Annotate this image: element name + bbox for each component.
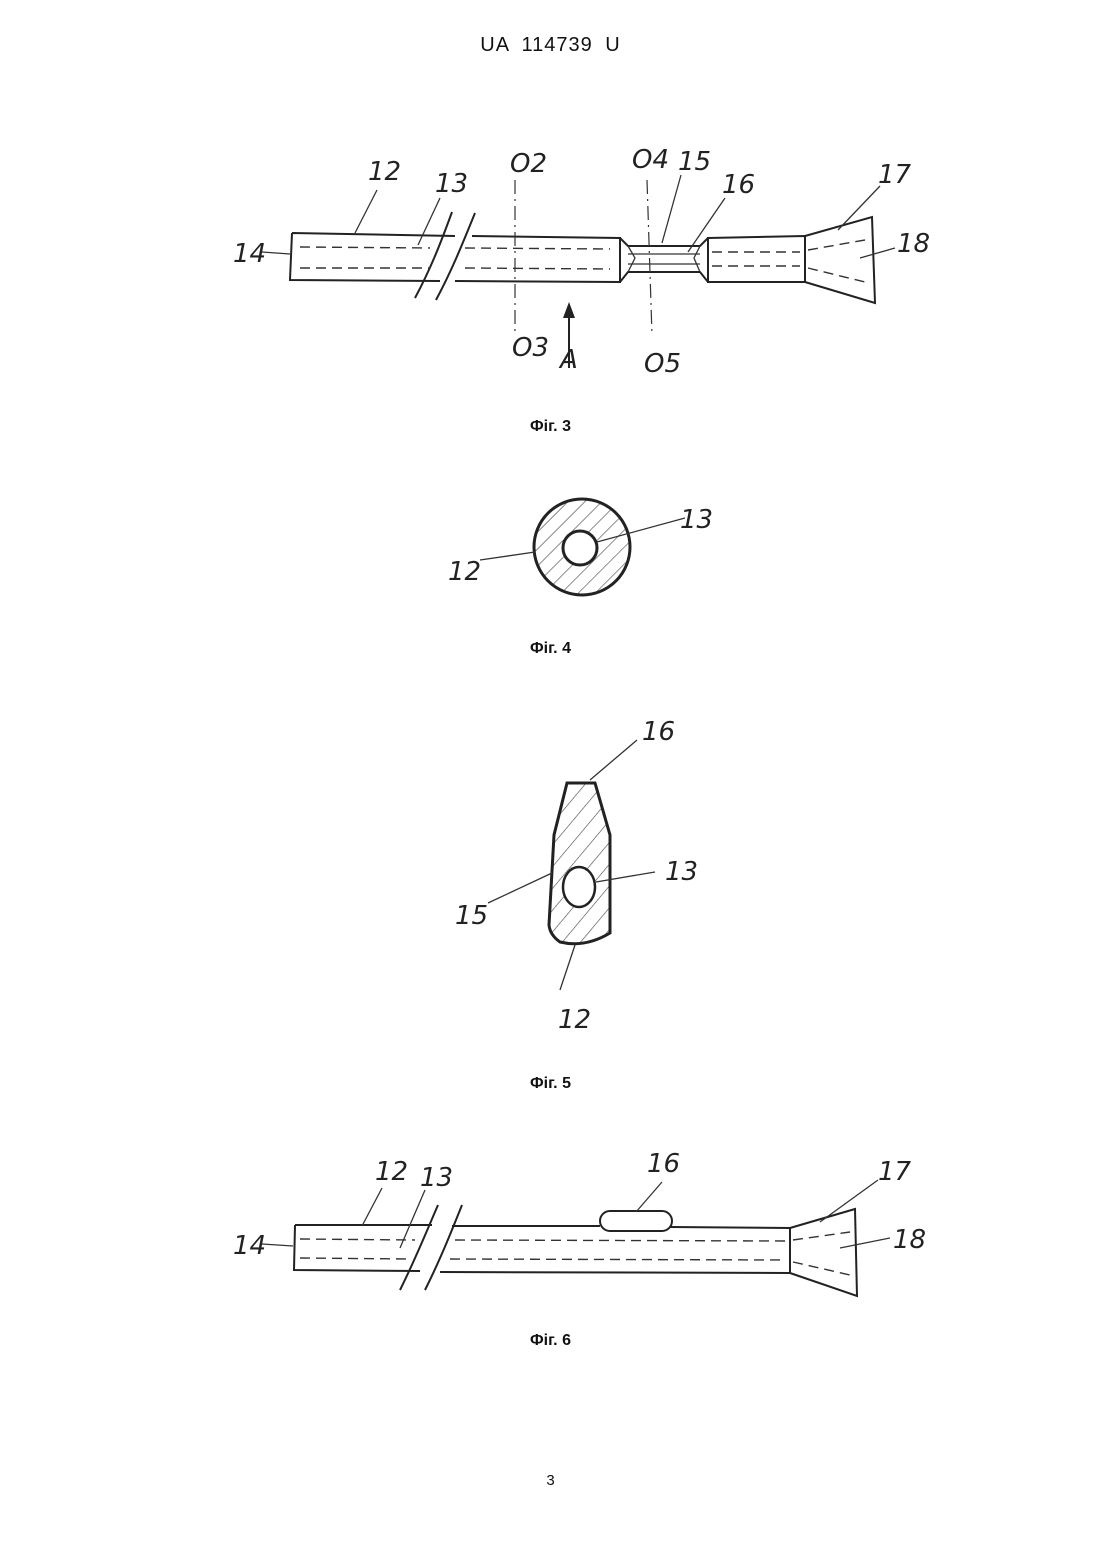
fig6-label-18: 18 [893,1225,926,1255]
fig3-label-17: 17 [878,160,912,190]
figure-3-drawing: 12 13 14 15 16 17 18 O2 O3 O4 O5 A [0,140,1101,400]
fig3-axis-o2-label: O2 [510,149,547,179]
fig6-label-12: 12 [375,1157,408,1187]
fig4-label-13: 13 [680,505,713,535]
page-number: 3 [0,1472,1101,1489]
fig3-label-12: 12 [368,157,401,187]
fig4-label-12: 12 [448,557,481,587]
figure-4-caption: Фіг. 4 [0,640,1101,658]
figure-5-drawing: 16 13 15 12 [0,705,1101,1040]
fig5-label-12: 12 [558,1005,591,1035]
fig6-label-13: 13 [420,1163,453,1193]
figure-5-caption: Фіг. 5 [0,1075,1101,1093]
fig3-axis-o3-label: O3 [512,333,549,363]
fig5-bore-ellipse [563,867,595,907]
figure-3-caption: Фіг. 3 [0,418,1101,436]
fig3-label-15: 15 [678,147,711,177]
fig4-bore-circle [563,531,597,565]
fig6-label-16: 16 [647,1149,680,1179]
fig3-view-arrow-a-label: A [558,345,578,375]
fig3-label-16: 16 [722,170,755,200]
fig5-label-13: 13 [665,857,698,887]
document-number-header: UA 114739 U [0,34,1101,57]
fig3-axis-o4-label: O4 [632,145,669,175]
fig5-label-16: 16 [642,717,675,747]
fig6-label-14: 14 [233,1231,266,1261]
fig3-axis-o5-label: O5 [644,349,681,379]
fig3-label-18: 18 [897,229,930,259]
fig5-label-15: 15 [455,901,488,931]
fig3-label-13: 13 [435,169,468,199]
figure-6-caption: Фіг. 6 [0,1332,1101,1350]
fig6-label-17: 17 [878,1157,912,1187]
figure-6-drawing: 12 13 14 16 17 18 [0,1140,1101,1310]
figure-4-drawing: 13 12 [0,480,1101,610]
fig5-flattened-section [549,783,610,944]
fig3-label-14: 14 [233,239,266,269]
fig6-flat-16-shape [600,1211,672,1231]
